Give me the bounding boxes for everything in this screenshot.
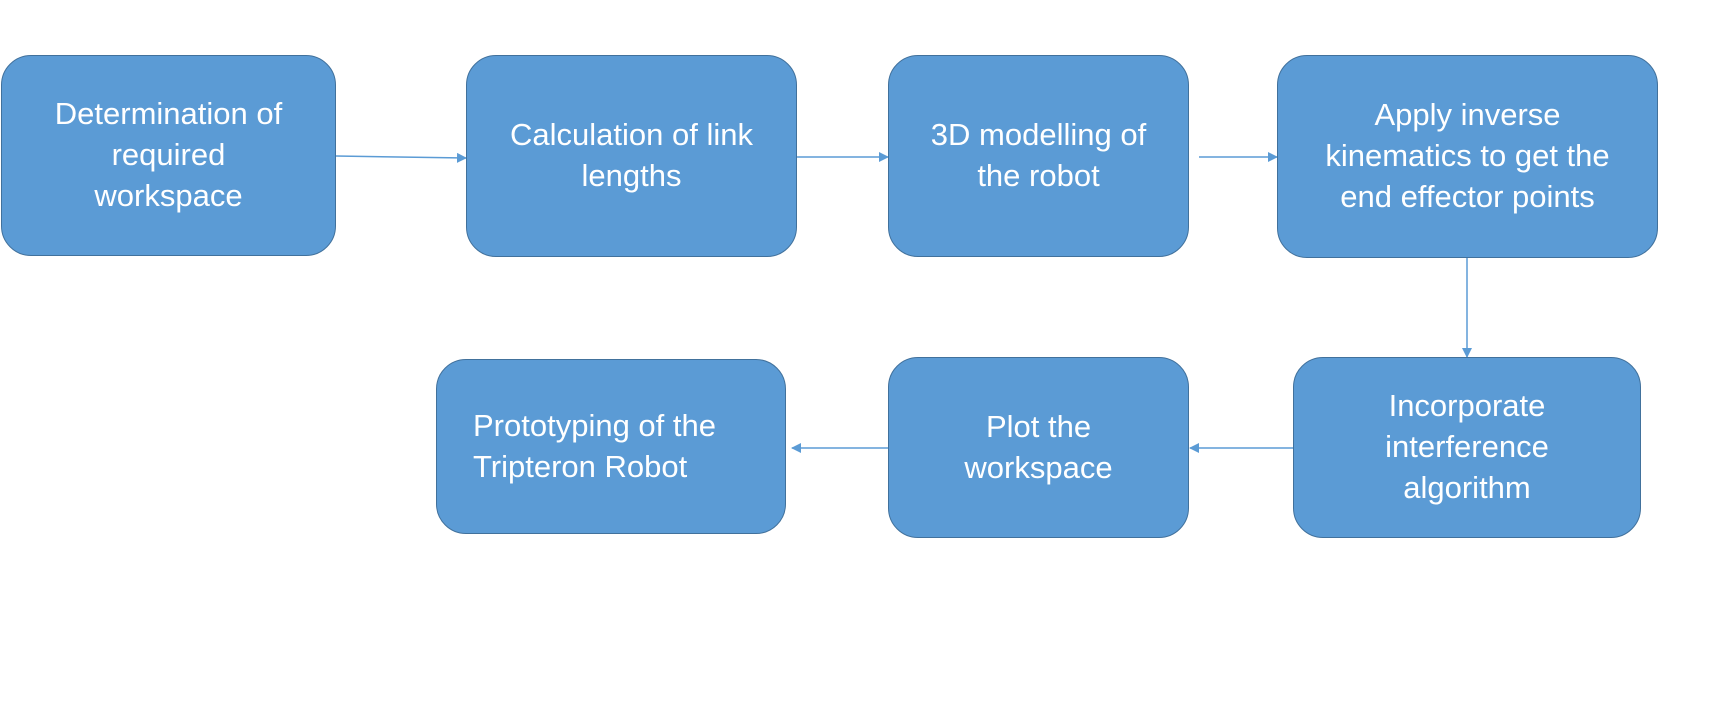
- step-label: Determination of required workspace: [54, 96, 283, 213]
- step-3d-modelling: 3D modelling of the robot: [888, 55, 1189, 257]
- step-calculation-link-lengths: Calculation of link lengths: [466, 55, 797, 257]
- step-label: Prototyping of the Tripteron Robot: [473, 407, 716, 484]
- step-label: 3D modelling of the robot: [930, 117, 1147, 193]
- step-determination-workspace: Determination of required workspace: [1, 55, 336, 256]
- step-label: Apply inverse kinematics to get the end …: [1325, 97, 1610, 214]
- step-inverse-kinematics: Apply inverse kinematics to get the end …: [1277, 55, 1658, 258]
- arrow-step1-to-step2: [335, 152, 467, 163]
- step-label: Plot the workspace: [964, 408, 1113, 485]
- step-prototyping: Prototyping of the Tripteron Robot: [436, 359, 786, 534]
- step-label: Incorporate interference algorithm: [1385, 388, 1549, 505]
- step-label: Calculation of link lengths: [510, 117, 753, 193]
- step-interference-algorithm: Incorporate interference algorithm: [1293, 357, 1641, 538]
- step-plot-workspace: Plot the workspace: [888, 357, 1189, 538]
